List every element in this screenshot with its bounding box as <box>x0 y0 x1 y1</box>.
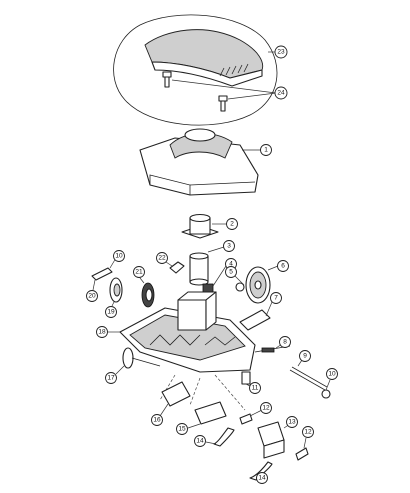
left-wheel <box>115 347 161 375</box>
right-wheel-group <box>233 265 279 304</box>
part-11 <box>241 371 251 387</box>
callout-23: 23 <box>274 45 288 59</box>
pin-12a <box>239 409 263 425</box>
cover-pin-right <box>218 95 228 112</box>
inset-outline <box>113 14 278 126</box>
callout-7: 7 <box>270 292 282 304</box>
svg-text:14: 14 <box>196 438 204 445</box>
svg-text:10: 10 <box>115 253 123 260</box>
callout-2: 2 <box>226 218 238 230</box>
svg-text:1: 1 <box>264 147 268 154</box>
svg-text:15: 15 <box>178 426 186 433</box>
cover-pin-left <box>162 71 172 88</box>
callout-3: 3 <box>223 240 235 252</box>
left-gear-group <box>91 257 155 308</box>
svg-text:22: 22 <box>158 255 166 262</box>
svg-text:19: 19 <box>107 309 115 316</box>
axle-rod <box>254 343 331 399</box>
svg-text:9: 9 <box>303 353 307 360</box>
svg-text:8: 8 <box>283 339 287 346</box>
callout-10-left: 10 <box>113 250 125 262</box>
callout-20: 20 <box>86 290 98 302</box>
svg-text:14: 14 <box>258 475 266 482</box>
callout-13: 13 <box>286 416 298 428</box>
callout-8: 8 <box>279 336 291 348</box>
svg-text:18: 18 <box>98 329 106 336</box>
callout-17: 17 <box>105 372 117 384</box>
callout-11: 11 <box>249 382 261 394</box>
pin-12b <box>295 437 309 461</box>
cylinder <box>189 246 225 286</box>
svg-text:20: 20 <box>88 293 96 300</box>
top-cover-face <box>151 61 263 87</box>
callout-14-lower: 14 <box>256 472 268 484</box>
svg-text:23: 23 <box>277 49 285 56</box>
block-13 <box>257 421 291 459</box>
cover-vents <box>219 63 249 77</box>
turbine-cap <box>181 213 228 239</box>
callout-10-right: 10 <box>326 368 338 380</box>
svg-text:24: 24 <box>277 90 285 97</box>
svg-text:5: 5 <box>229 269 233 276</box>
callout-18: 18 <box>96 326 108 338</box>
svg-text:3: 3 <box>227 243 231 250</box>
callout-12-lower: 12 <box>302 426 314 438</box>
svg-text:10: 10 <box>328 371 336 378</box>
callout-14-upper: 14 <box>194 435 206 447</box>
svg-text:21: 21 <box>135 269 143 276</box>
callout-9: 9 <box>299 350 311 362</box>
small-screw <box>165 261 185 274</box>
svg-text:12: 12 <box>304 429 312 436</box>
svg-text:4: 4 <box>229 261 233 268</box>
svg-text:6: 6 <box>281 263 285 270</box>
callout-16: 16 <box>151 414 163 426</box>
callout-24: 24 <box>274 86 288 100</box>
callout-12-upper: 12 <box>260 402 272 414</box>
callout-1: 1 <box>260 144 272 156</box>
callout-5: 5 <box>225 266 237 278</box>
callout-22: 22 <box>156 252 168 264</box>
callout-21: 21 <box>133 266 145 278</box>
callout-15: 15 <box>176 423 188 435</box>
svg-text:13: 13 <box>288 419 296 426</box>
svg-text:16: 16 <box>153 417 161 424</box>
svg-text:7: 7 <box>274 295 278 302</box>
svg-text:17: 17 <box>107 375 115 382</box>
chassis <box>108 291 256 373</box>
plate-16 <box>159 381 191 417</box>
svg-text:2: 2 <box>230 221 234 228</box>
svg-text:12: 12 <box>262 405 270 412</box>
callout-6: 6 <box>277 260 289 272</box>
svg-text:11: 11 <box>252 385 259 392</box>
housing-dome <box>184 128 216 142</box>
bracket <box>239 301 273 331</box>
clip-14a <box>205 427 235 447</box>
callout-19: 19 <box>105 306 117 318</box>
plate-15 <box>187 401 227 429</box>
